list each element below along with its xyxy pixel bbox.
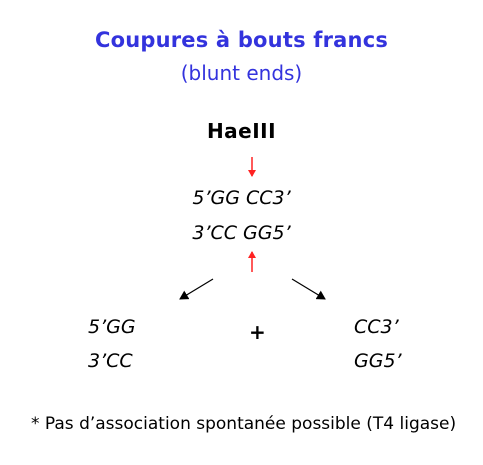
- product-arrow-left: [179, 278, 214, 300]
- diagram-title: Coupures à bouts francs: [94, 28, 389, 52]
- diagram-subtitle: (blunt ends): [180, 61, 303, 85]
- left-fragment-top: 5’GG: [88, 316, 136, 338]
- product-arrow-right: [291, 278, 326, 300]
- plus-sign: +: [249, 320, 266, 344]
- site-top-strand: 5’GG CC3’: [192, 187, 291, 209]
- footnote: * Pas d’association spontanée possible (…: [31, 414, 457, 434]
- right-fragment-top: CC3’: [354, 316, 399, 338]
- right-fragment-bottom: GG5’: [354, 350, 402, 372]
- site-bottom-strand: 3’CC GG5’: [192, 222, 291, 244]
- enzyme-name: HaeIII: [206, 119, 277, 143]
- left-fragment-bottom: 3’CC: [88, 350, 133, 372]
